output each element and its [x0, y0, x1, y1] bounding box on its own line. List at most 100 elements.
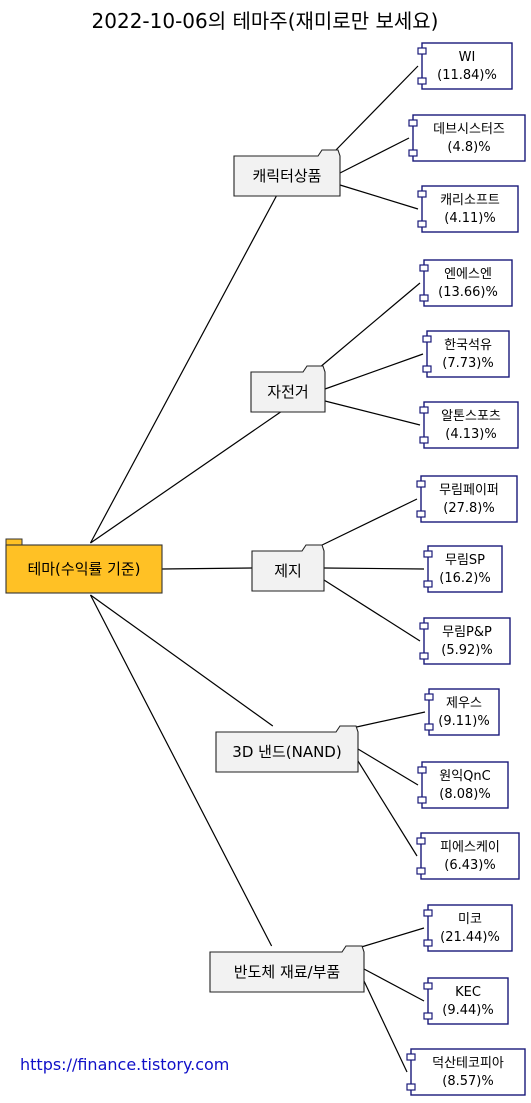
stock-name: 한국석유	[444, 338, 492, 353]
component-port-icon	[416, 480, 426, 488]
nodes: 테마(수익률 기준) 캐릭터상품 WI(11.84)% 데브시스터즈 (4.8)% 캐리소…	[5, 42, 526, 1096]
component-port-icon	[419, 264, 429, 272]
stock-node: 피에스케이 (6.43)%	[416, 832, 520, 880]
component-port-icon	[424, 723, 434, 731]
component-port-icon	[423, 550, 433, 558]
edge-root-theme	[161, 567, 253, 570]
component-port-icon	[422, 335, 432, 343]
component-port-icon	[419, 294, 429, 302]
stock-return: (27.8)%	[443, 501, 494, 516]
stock-return: (8.08)%	[439, 787, 490, 802]
stock-node: 한국석유 (7.73)%	[422, 330, 510, 378]
stock-node: 엔에스엔(13.66)%	[419, 259, 513, 307]
stock-return: (11.84)%	[437, 68, 497, 83]
edge-theme-stock	[323, 567, 425, 570]
root-label: 테마(수익률 기준)	[27, 560, 140, 578]
edge-theme-stock	[357, 760, 418, 857]
component-port-icon	[417, 47, 427, 55]
stock-return: (9.44)%	[442, 1003, 493, 1018]
component-port-icon	[419, 436, 429, 444]
stock-return: (6.43)%	[444, 858, 495, 873]
stock-node: 데브시스터즈 (4.8)%	[408, 114, 526, 162]
component-port-icon	[416, 510, 426, 518]
stock-name: 알톤스포츠	[441, 409, 501, 424]
component-port-icon	[417, 77, 427, 85]
stock-name: 덕산테코피아	[432, 1056, 504, 1071]
edge-theme-stock	[339, 184, 419, 210]
stock-name: 데브시스터즈	[433, 122, 505, 137]
stock-node: 무림SP (16.2)%	[423, 545, 503, 593]
edge-theme-stock	[351, 711, 426, 729]
stock-return: (4.11)%	[444, 211, 495, 226]
stock-name: 무림페이퍼	[439, 483, 499, 498]
edge-theme-stock	[363, 968, 425, 1002]
theme-node: 캐릭터상품	[233, 149, 341, 197]
theme-label: 캐릭터상품	[252, 167, 321, 185]
theme-label: 3D 낸드(NAND)	[232, 743, 341, 761]
stock-return: (16.2)%	[439, 571, 490, 586]
edge-theme-stock	[357, 927, 425, 949]
stock-node: WI(11.84)%	[417, 42, 513, 90]
theme-node: 자전거	[250, 365, 326, 413]
root-node: 테마(수익률 기준)	[5, 538, 163, 594]
component-port-icon	[417, 220, 427, 228]
theme-node: 3D 낸드(NAND)	[215, 725, 359, 773]
edge-theme-stock	[324, 400, 421, 426]
component-port-icon	[424, 693, 434, 701]
stock-node: 알톤스포츠 (4.13)%	[419, 401, 519, 449]
edge-theme-stock	[318, 282, 421, 369]
component-port-icon	[423, 580, 433, 588]
component-port-icon	[406, 1083, 416, 1091]
edge-theme-stock	[324, 353, 424, 390]
stock-return: (5.92)%	[441, 643, 492, 658]
component-port-icon	[416, 867, 426, 875]
edge-root-theme	[89, 594, 273, 947]
stock-node: 제우스(9.11)%	[424, 688, 500, 736]
component-port-icon	[417, 766, 427, 774]
component-port-icon	[423, 1012, 433, 1020]
edge-theme-stock	[333, 65, 419, 153]
stock-node: 무림P&P (5.92)%	[419, 617, 511, 665]
edge-theme-stock	[317, 498, 418, 548]
edge-root-theme	[90, 594, 274, 727]
component-port-icon	[423, 982, 433, 990]
theme-node: 반도체 재료/부품	[209, 945, 365, 993]
stock-return: (7.73)%	[442, 356, 493, 371]
edge-theme-stock	[357, 748, 419, 786]
component-port-icon	[417, 190, 427, 198]
stock-name: 무림P&P	[442, 625, 492, 640]
stock-return: (4.8)%	[447, 140, 490, 155]
component-port-icon	[408, 149, 418, 157]
stock-return: (8.57)%	[442, 1074, 493, 1089]
stock-node: 덕산테코피아 (8.57)%	[406, 1048, 526, 1096]
theme-label: 자전거	[267, 383, 308, 401]
component-port-icon	[417, 796, 427, 804]
component-port-icon	[406, 1053, 416, 1061]
component-port-icon	[419, 622, 429, 630]
stock-name: 캐리소프트	[440, 193, 500, 208]
stock-return: (21.44)%	[440, 930, 500, 945]
source-url[interactable]: https://finance.tistory.com	[20, 1055, 229, 1074]
component-port-icon	[419, 406, 429, 414]
component-port-icon	[408, 119, 418, 127]
stock-name: 피에스케이	[440, 840, 500, 855]
stock-node: 캐리소프트 (4.11)%	[417, 185, 519, 233]
component-port-icon	[422, 365, 432, 373]
theme-node: 제지	[251, 544, 325, 592]
stock-node: KEC (9.44)%	[423, 977, 509, 1025]
stock-name: 무림SP	[445, 553, 485, 568]
diagram-title: 2022-10-06의 테마주(재미로만 보세요)	[92, 9, 439, 33]
stock-name: 제우스	[446, 696, 482, 711]
stock-return: (4.13)%	[445, 427, 496, 442]
theme-label: 반도체 재료/부품	[234, 963, 340, 981]
stock-node: 원익QnC(8.08)%	[417, 761, 509, 809]
component-port-icon	[419, 652, 429, 660]
stock-node: 미코(21.44)%	[423, 904, 513, 952]
edge-root-theme	[90, 411, 281, 544]
component-port-icon	[423, 909, 433, 917]
edge-root-theme	[89, 195, 277, 544]
component-port-icon	[416, 837, 426, 845]
edge-theme-stock	[363, 980, 408, 1073]
stock-name: KEC	[455, 985, 481, 1000]
